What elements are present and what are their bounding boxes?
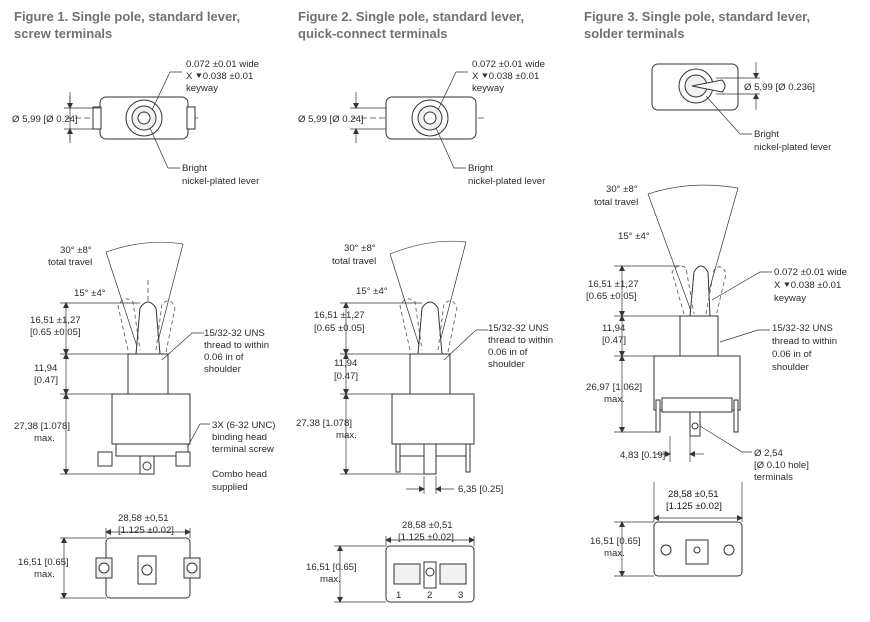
figure-2-lever-height-label: 16,51 ±1,27[0.65 ±0.05] (314, 310, 365, 334)
figure-3-width-label: 28,58 ±0,51[1.125 ±0.02] (666, 489, 722, 512)
figure-1-height-label: 16,51 [0.65]max. (18, 557, 69, 580)
figure-3-height-label: 16,51 [0.65]max. (590, 536, 641, 559)
figure-2-body-label: 27,38 [1.078]max. (296, 418, 357, 441)
figure-3-diameter-label: Ø 5,99 [Ø 0.236] (744, 82, 815, 93)
figure-1-side-view: 30° ±8°total travel 15° ±4° 16,51 ±1,27[… (14, 241, 275, 493)
figure-3-bottom-view: 28,58 ±0,51[1.125 ±0.02] 16,51 [0.65]max… (590, 482, 743, 577)
figure-3-bushing-label: 11,94[0.47] (602, 323, 626, 346)
figure-2-tab-label: 6,35 [0.25] (458, 484, 503, 495)
figure-2-height-label: 16,51 [0.65]max. (306, 562, 357, 585)
figure-1-title: Figure 1. Single pole, standard lever,sc… (14, 9, 240, 41)
figure-3-hole-label: Ø 2,54[Ø 0.10 hole]terminals (754, 448, 809, 483)
figure-1-lever-height-label: 16,51 ±1,27[0.65 ±0.05] (30, 315, 81, 338)
figure-2-terminal-2: 2 (427, 590, 432, 601)
figure-1-travel-label: 30° ±8°total travel (48, 245, 92, 268)
figure-2-terminal-1: 1 (396, 590, 401, 601)
figure-3-title: Figure 3. Single pole, standard lever,so… (584, 9, 810, 41)
figure-3-body-label: 26,97 [1.062]max. (586, 382, 642, 405)
figure-3-travel-label: 30° ±8°total travel (594, 184, 638, 208)
figure-1-bushing-label: 11,94[0.47] (34, 363, 58, 386)
figure-2-bushing-label: 11,94[0.47] (334, 358, 358, 382)
figure-3-spacing-label: 4,83 [0.19] (620, 450, 665, 461)
figure-2-side-view: 30° ±8°total travel 15° ±4° 16,51 ±1,27[… (296, 240, 553, 495)
figure-3-side-view: 30° ±8°total travel 15° ±4° 16,51 ±1,27[… (586, 184, 847, 483)
figure-1-angle-label: 15° ±4° (74, 288, 106, 299)
figure-1-diameter-label: Ø 5,99 [Ø 0.24] (12, 114, 78, 125)
figure-2-width-label: 28,58 ±0,51[1.125 ±0.02] (398, 520, 454, 543)
figure-2-angle-label: 15° ±4° (356, 286, 388, 297)
figure-2-diameter-label: Ø 5,99 [Ø 0.24] (298, 114, 364, 125)
figure-2-bottom-view: 1 2 3 28,58 ±0,51[1.125 ±0.02] 16,51 [0.… (306, 520, 475, 603)
figure-3-lever-height-label: 16,51 ±1,27[0.65 ±0.05] (586, 279, 639, 302)
figure-1-width-label: 28,58 ±0,51[1.125 ±0.02] (118, 513, 174, 536)
figure-2-terminal-3: 3 (458, 590, 463, 601)
figure-3-angle-label: 15° ±4° (618, 231, 650, 242)
figure-1-body-label: 27,38 [1.078]max. (14, 421, 70, 444)
figure-2-travel-label: 30° ±8°total travel (332, 243, 376, 267)
figure-1-bottom-view: 28,58 ±0,51[1.125 ±0.02] 16,51 [0.65]max… (18, 513, 201, 599)
figure-2-title: Figure 2. Single pole, standard lever,qu… (298, 9, 524, 41)
